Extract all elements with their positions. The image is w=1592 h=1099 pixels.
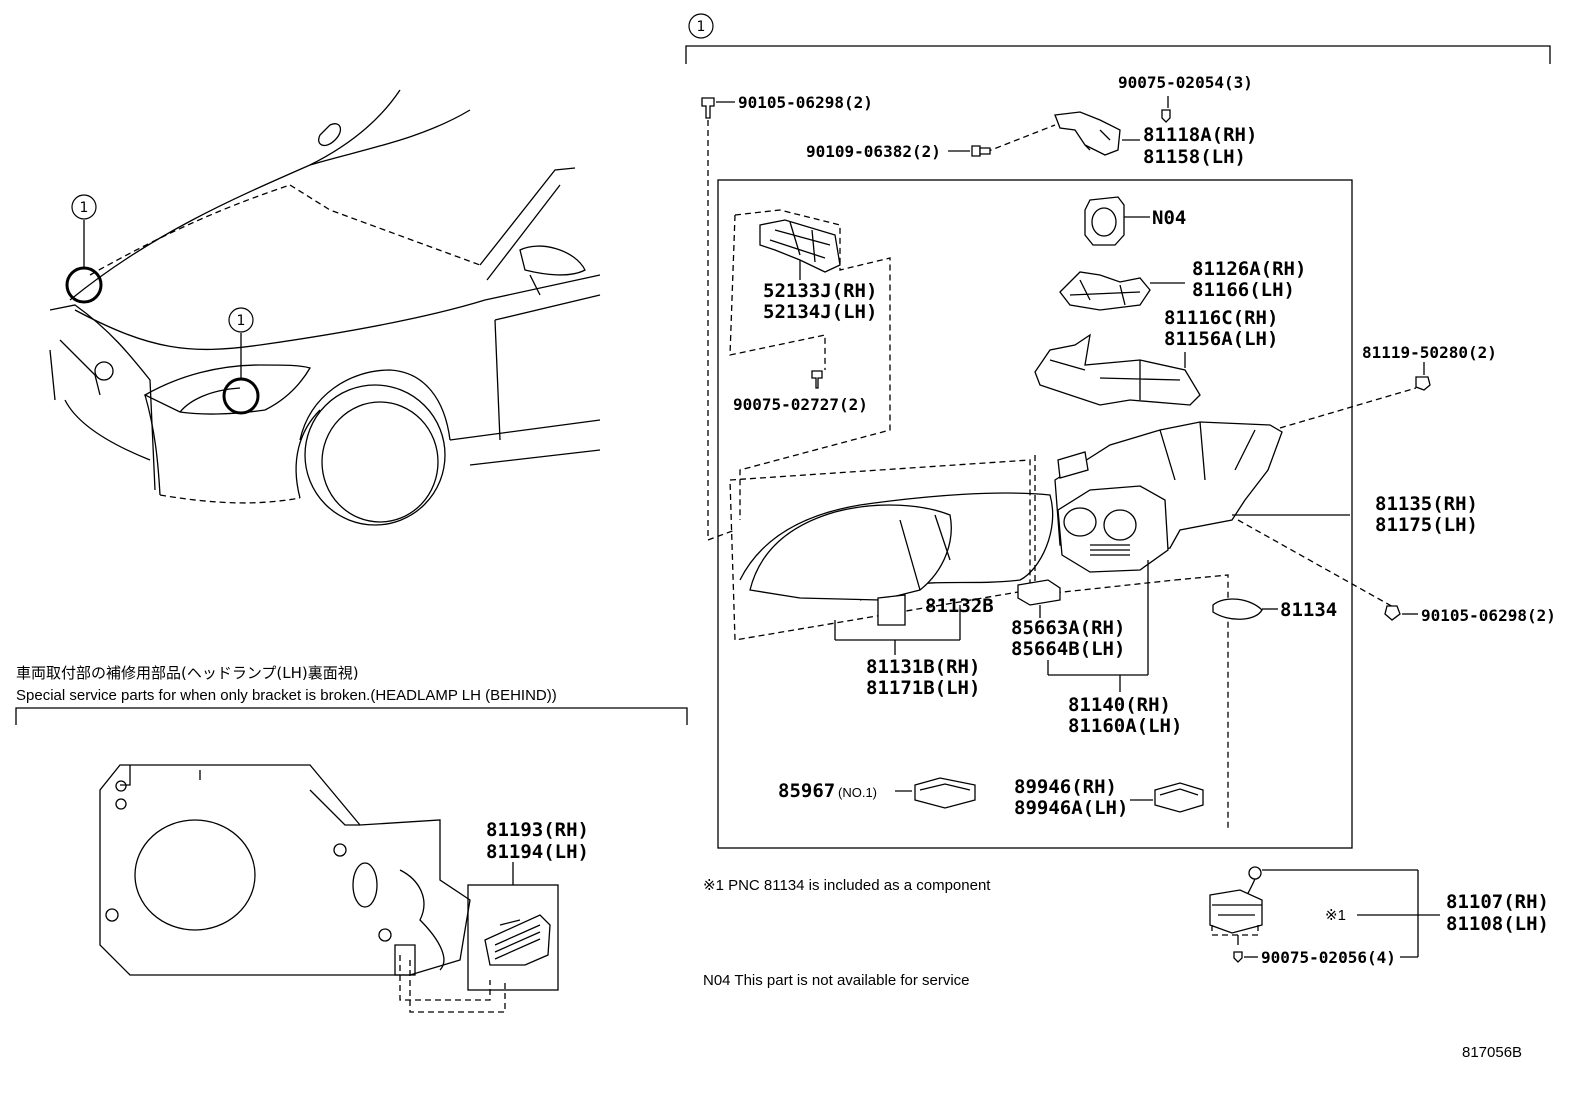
headlamp-location-marker [65, 266, 103, 304]
part-label: 81171B(LH) [866, 677, 980, 699]
part-label: 81160A(LH) [1068, 715, 1182, 737]
part-label: 85664B(LH) [1011, 638, 1125, 660]
callout-number: 1 [80, 200, 89, 216]
part-label: 81175(LH) [1375, 514, 1478, 536]
note-n04: N04 This part is not available for servi… [703, 972, 970, 989]
part-label: ※1 [1325, 907, 1346, 924]
part-label: 90109-06382(2) [806, 142, 941, 161]
headlamp-exploded-view: 1 90105-06298(2) 90075-02054(3) 90109-06… [685, 13, 1556, 1061]
special-service-title-en: Special service parts for when only brac… [16, 687, 557, 704]
note-component: ※1 PNC 81134 is included as a component [703, 877, 991, 894]
part-label: 89946(RH) [1014, 776, 1117, 798]
part-label-sub: (NO.1) [838, 785, 877, 800]
part-label: 81116C(RH) [1164, 307, 1278, 329]
headlamp-location-marker [222, 377, 260, 415]
callout-circle [71, 194, 97, 220]
car-front-illustration: 1 1 [49, 89, 601, 526]
callout-number: 1 [237, 313, 246, 329]
part-label: 90075-02727(2) [733, 395, 868, 414]
part-label: 52134J(LH) [763, 301, 877, 323]
callout-circle [228, 307, 254, 333]
part-label: 81132B [925, 595, 994, 617]
part-label: 81131B(RH) [866, 656, 980, 678]
part-label: 89946A(LH) [1014, 797, 1128, 819]
callout-circle [688, 13, 714, 39]
part-label: 81140(RH) [1068, 694, 1171, 716]
diagram-id: 817056B [1462, 1044, 1522, 1061]
part-label: 81166(LH) [1192, 279, 1295, 301]
part-label: 90105-06298(2) [738, 93, 873, 112]
part-label: 52133J(RH) [763, 280, 877, 302]
part-label: 81119-50280(2) [1362, 343, 1497, 362]
part-label: 81193(RH) [486, 819, 589, 841]
part-label: 81134 [1280, 599, 1337, 621]
part-label: 90105-06298(2) [1421, 606, 1556, 625]
part-label: 81126A(RH) [1192, 258, 1306, 280]
part-label: 85967 [778, 780, 835, 802]
part-label: 81156A(LH) [1164, 328, 1278, 350]
part-label: N04 [1152, 207, 1186, 229]
part-label: 90075-02056(4) [1261, 948, 1396, 967]
part-label: 81108(LH) [1446, 913, 1549, 935]
part-label: 81107(RH) [1446, 891, 1549, 913]
part-label: 90075-02054(3) [1118, 73, 1253, 92]
special-service-title-ja: 車両取付部の補修用部品(ヘッドランプ(LH)裏面視) [16, 664, 359, 682]
part-label: 85663A(RH) [1011, 617, 1125, 639]
part-label: 81135(RH) [1375, 493, 1478, 515]
part-label: 81118A(RH) [1143, 124, 1257, 146]
callout-number: 1 [697, 19, 706, 35]
part-label: 81194(LH) [486, 841, 589, 863]
assembly-frame [717, 179, 1353, 849]
part-label: 81158(LH) [1143, 146, 1246, 168]
special-service-section: 車両取付部の補修用部品(ヘッドランプ(LH)裏面視) Special servi… [15, 664, 688, 1013]
